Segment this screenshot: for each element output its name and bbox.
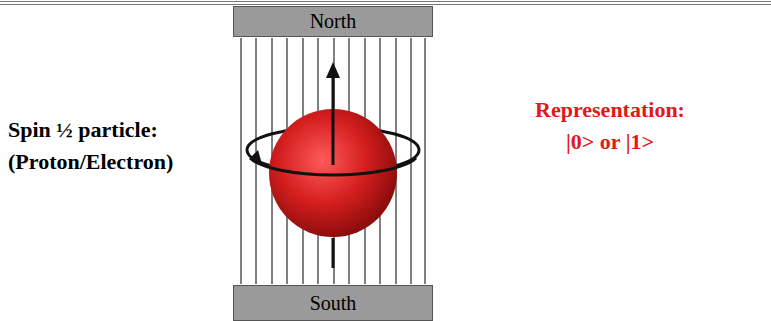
field-lines (241, 38, 425, 284)
magnet-pole: North (233, 6, 433, 37)
top-rule (0, 1, 771, 2)
orbit-arrow (250, 150, 262, 164)
top-rule (0, 4, 771, 5)
spin-axis (332, 238, 335, 268)
state-caption: Representation: |0> or |1> (520, 94, 700, 158)
magnet-pole: South (233, 285, 433, 321)
spin-arrowhead (326, 62, 340, 78)
pole-label: North (310, 10, 357, 33)
particle-caption: Spin ½ particle: (Proton/Electron) (8, 114, 208, 178)
spin-axis (332, 75, 335, 165)
pole-label: South (310, 292, 357, 315)
